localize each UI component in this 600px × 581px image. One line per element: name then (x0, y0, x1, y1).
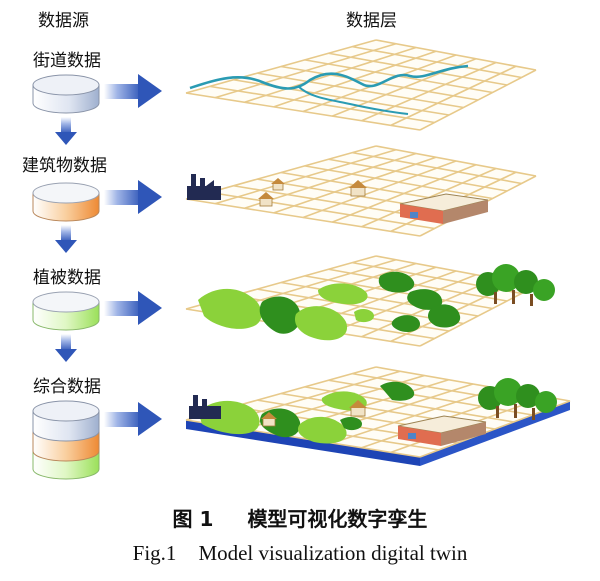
street-line (189, 64, 469, 90)
source-header: 数据源 (38, 11, 89, 31)
caption-english-text: Model visualization digital twin (198, 541, 468, 565)
right-arrow-3 (104, 291, 162, 325)
caption-chinese: 图 1 模型可视化数字孪生 (0, 503, 600, 532)
down-arrow-1 (55, 117, 77, 145)
source-label-street: 街道数据 (33, 51, 101, 71)
cylinder-vegetation (32, 291, 100, 331)
right-arrow-2 (104, 180, 162, 214)
factory-icon (187, 174, 221, 200)
down-arrow-3 (55, 334, 77, 362)
house-icon (349, 400, 367, 417)
tree-cluster (476, 264, 555, 306)
layer-header: 数据层 (346, 11, 397, 31)
source-label-building: 建筑物数据 (22, 156, 107, 176)
factory-icon (189, 395, 221, 419)
tree-cluster (478, 378, 557, 420)
caption-english: Fig.1 Model visualization digital twin (0, 541, 600, 566)
large-building (397, 415, 487, 446)
street-layer (185, 39, 537, 131)
caption-english-fig: Fig.1 (132, 541, 177, 565)
right-arrow-4 (104, 402, 162, 436)
source-label-vegetation: 植被数据 (33, 268, 101, 288)
house-icon (349, 180, 367, 197)
down-arrow-2 (55, 225, 77, 253)
diagram-canvas (32, 39, 571, 480)
cylinder-street (32, 74, 100, 114)
cylinder-building (32, 182, 100, 222)
combined-layer (185, 366, 571, 466)
building-layer (185, 145, 537, 237)
vegetation-patches (198, 271, 461, 341)
caption-chinese-fig: 图 1 (172, 507, 214, 531)
large-building (399, 193, 489, 224)
vegetation-layer (185, 255, 555, 347)
house-icon (261, 412, 277, 427)
caption-chinese-text: 模型可视化数字孪生 (247, 507, 428, 531)
cylinder-combined (32, 400, 100, 480)
house-icon (271, 178, 285, 191)
right-arrow-1 (104, 74, 162, 108)
source-label-combined: 综合数据 (33, 377, 101, 397)
house-icon (258, 192, 274, 207)
